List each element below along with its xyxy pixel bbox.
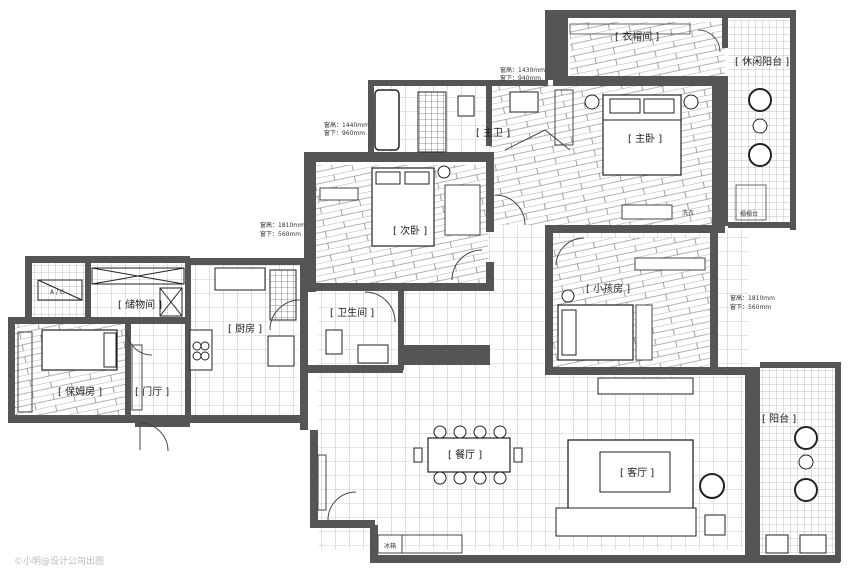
nanny-bed (17, 329, 118, 413)
label-kids-room: [ 小孩房 ] (586, 282, 630, 295)
kids-door (555, 237, 585, 266)
balcony-chairs (765, 426, 827, 554)
living-door (327, 491, 357, 521)
balcony-floor (760, 368, 835, 553)
label-balcony: [ 阳台 ] (762, 412, 796, 425)
nanny-door (126, 329, 153, 356)
dining-set (413, 425, 523, 485)
storage-fixtures (37, 267, 185, 317)
tv-console (597, 377, 694, 395)
wardrobe-cloak (569, 23, 691, 35)
note-kids-win-h: 窗高：1810mm (730, 294, 775, 302)
foyer-floor (130, 320, 185, 415)
cloak-door (697, 29, 721, 53)
note-washer: 洗衣 (682, 209, 694, 217)
walls (8, 10, 841, 563)
note-ac: A / C (50, 289, 64, 296)
second-bed (319, 165, 481, 247)
foyer-cabinet (131, 344, 143, 411)
lower-cabinet (401, 534, 463, 554)
label-second-bedroom: [ 次卧 ] (393, 224, 427, 237)
note-master-win-s: 窗下：940mm (500, 74, 541, 82)
guest-bath-fixtures (325, 329, 389, 364)
guest-bath-door (364, 291, 396, 323)
master-bed (584, 94, 699, 220)
entry-door (139, 422, 169, 452)
label-storage: [ 储物间 ] (118, 298, 162, 311)
note-tatami: 榻榻台 (740, 210, 758, 218)
note-second-win-h: 窗高：1810mm (260, 221, 305, 229)
note-second-win-s: 窗下：560mm (260, 230, 301, 238)
note-bath-win-s: 窗下：960mm (324, 129, 365, 137)
balcony-chairs-top (748, 88, 772, 167)
label-nanny-room: [ 保姆房 ] (58, 385, 102, 398)
tatami (735, 184, 767, 221)
master-bath-fixtures (374, 89, 539, 153)
note-fridge: 冰箱 (384, 542, 396, 550)
corridor-door (494, 194, 526, 226)
note-master-win-h: 窗高：1430mm (500, 66, 545, 74)
cloakroom-floor (570, 22, 725, 77)
label-master-bedroom: [ 主卧 ] (628, 132, 662, 145)
note-bath-win-h: 窗高：1440mm (324, 121, 369, 129)
kids-bed (557, 257, 706, 361)
note-kids-win-s: 窗下：560mm (730, 303, 771, 311)
living-sofa (555, 439, 726, 537)
label-cloakroom: [ 衣帽间 ] (615, 30, 659, 43)
kitchen-fixtures (189, 267, 297, 371)
label-leisure-balcony: [ 休闲阳台 ] (735, 55, 789, 68)
label-living: [ 客厅 ] (620, 466, 654, 479)
kitchen-door (269, 299, 301, 331)
label-master-bath: [ 主卫 ] (476, 127, 510, 139)
second-door (451, 249, 483, 281)
label-kitchen: [ 厨房 ] (228, 322, 262, 335)
master-door (504, 129, 571, 151)
storage-floor (90, 262, 185, 317)
watermark: ©小明@设计公司出图 (14, 555, 104, 567)
label-dining: [ 餐厅 ] (448, 448, 482, 461)
label-guest-bath: [ 卫生间 ] (330, 306, 374, 319)
label-foyer: [ 门厅 ] (135, 385, 169, 398)
entry-cabinet (317, 454, 327, 511)
